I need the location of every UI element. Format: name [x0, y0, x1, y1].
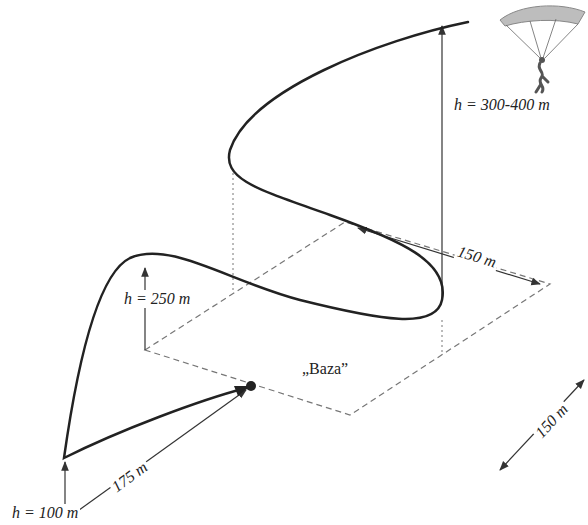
height-arrow	[144, 268, 145, 350]
dimension-label: 150 m	[453, 242, 500, 272]
height-label: h = 100 m	[10, 504, 80, 522]
dimension-label: 175 m	[107, 457, 153, 497]
dimension-arrow	[500, 380, 584, 470]
base-square	[145, 222, 550, 415]
area-label: „Baza”	[300, 360, 350, 378]
dimension-label: 150 m	[530, 399, 573, 443]
projection-line	[442, 318, 443, 352]
parachutist	[500, 6, 585, 92]
flight-path	[64, 22, 468, 458]
height-arrow	[441, 26, 442, 300]
landing-point	[246, 381, 256, 391]
height-label: h = 250 m	[122, 290, 192, 308]
height-label: h = 300-400 m	[452, 96, 552, 114]
projection-line	[233, 170, 234, 290]
dimension-arrow	[68, 390, 246, 518]
